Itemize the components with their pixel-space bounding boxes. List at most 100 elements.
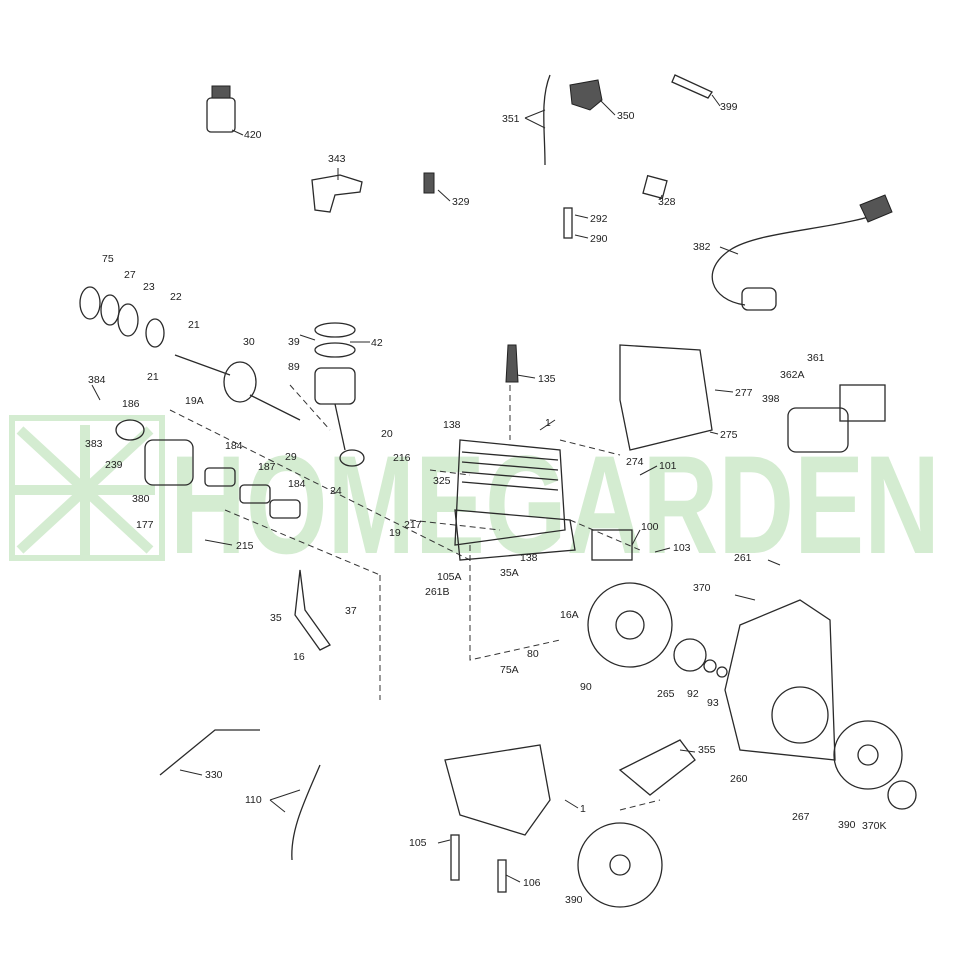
throttle-control-part [159,729,260,776]
governor-lever-part [294,569,331,651]
label-275: 275 [720,429,738,441]
label-16: 16 [293,651,305,663]
label-329: 329 [452,196,470,208]
label-1-upper: 1 [545,417,551,429]
label-75: 75 [102,253,114,265]
oil-bottle-part [206,85,236,133]
bracket-part [311,174,363,213]
label-361: 361 [807,352,825,364]
label-267: 267 [792,811,810,823]
baffle-part [618,739,696,796]
label-27: 27 [124,269,136,281]
key-part [642,174,668,200]
clip-part [423,172,435,194]
label-292: 292 [590,213,608,225]
label-384: 384 [88,374,106,386]
label-390-lower: 390 [565,894,583,906]
label-80: 80 [527,648,539,660]
label-184-lower: 184 [288,478,306,490]
blower-housing-part [724,599,836,761]
label-19: 19 [389,527,401,539]
label-35: 35 [270,612,282,624]
label-277: 277 [735,387,753,399]
label-93: 93 [707,697,719,709]
label-75A: 75A [500,664,519,676]
label-370K: 370K [862,820,887,832]
label-239: 239 [105,459,123,471]
label-215: 215 [236,540,254,552]
electric-starter-part [787,384,886,453]
bolt-part [450,834,460,881]
switch-part [569,79,603,111]
label-399: 399 [720,101,738,113]
label-177: 177 [136,519,154,531]
label-274: 274 [626,456,644,468]
label-184-upper: 184 [225,440,243,452]
label-328: 328 [658,196,676,208]
recoil-starter-lower-part [577,822,663,908]
label-20: 20 [381,428,393,440]
label-362A: 362A [780,369,805,381]
label-355: 355 [698,744,716,756]
seal-rings-part [79,286,165,348]
blower-housing-opening [771,686,829,744]
label-106: 106 [523,877,541,889]
label-261: 261 [734,552,752,564]
recoil-starter-part [833,720,903,790]
label-29: 29 [285,451,297,463]
label-350: 350 [617,110,635,122]
wire-harness-part [291,764,321,861]
label-42: 42 [371,337,383,349]
cylinder-shroud-part [619,344,713,451]
spark-plug-part [505,344,519,383]
engine-block-part [454,439,576,561]
label-380: 380 [132,493,150,505]
label-138-lower: 138 [520,552,538,564]
label-21-upper: 21 [188,319,200,331]
label-101: 101 [659,460,677,472]
label-330: 330 [205,769,223,781]
label-290: 290 [590,233,608,245]
label-390-right: 390 [838,819,856,831]
label-30: 30 [243,336,255,348]
label-105: 105 [409,837,427,849]
carburetor-part [115,419,194,486]
nut-part [716,666,728,678]
assembly-lines [169,384,661,811]
label-90: 90 [580,681,592,693]
cord-part [711,209,891,306]
label-19A: 19A [185,395,204,407]
washer-part [703,659,717,673]
label-370: 370 [693,582,711,594]
label-216: 216 [393,452,411,464]
label-217: 217 [404,519,422,531]
flywheel-part [587,582,673,668]
label-343: 343 [328,153,346,165]
gasket-part-2 [269,499,301,519]
label-105A: 105A [437,571,462,583]
label-21-lower: 21 [147,371,159,383]
wire-part [543,74,551,166]
label-1-lower: 1 [580,803,586,815]
label-325: 325 [433,475,451,487]
crankcase-cover-part [444,744,551,836]
tube-part [671,74,713,99]
cord-plug-part [859,194,893,223]
label-35A: 35A [500,567,519,579]
label-103: 103 [673,542,691,554]
label-186: 186 [122,398,140,410]
label-187: 187 [258,461,276,473]
label-23: 23 [143,281,155,293]
label-382: 382 [693,241,711,253]
label-22: 22 [170,291,182,303]
label-420: 420 [244,129,262,141]
leader-lines [91,94,781,883]
label-110: 110 [245,794,262,806]
label-39: 39 [288,336,300,348]
label-398: 398 [762,393,780,405]
label-261B: 261B [425,586,450,598]
piston-rings-part [314,322,365,467]
label-16A: 16A [560,609,579,621]
label-100: 100 [641,521,659,533]
